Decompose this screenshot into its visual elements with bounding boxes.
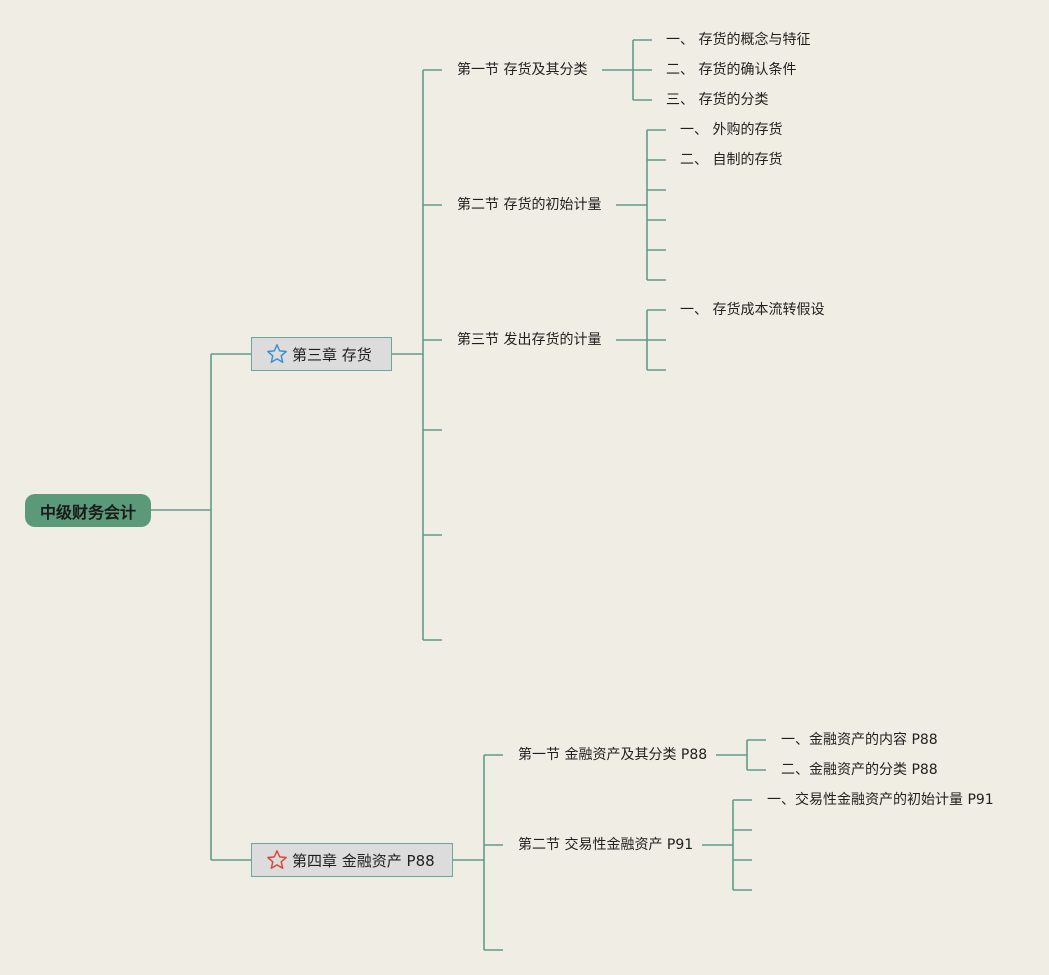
section-label: 第三节 发出存货的计量 [457,332,602,348]
chapter-node-inventory[interactable]: 第三章 存货 [251,337,392,371]
chapter-label: 第三章 存货 [292,345,372,364]
star-icon [267,344,287,363]
topic-label: 一、 存货的概念与特征 [666,32,811,48]
section-label: 第二节 存货的初始计量 [457,197,602,213]
root-node[interactable]: 中级财务会计 [25,494,151,527]
chapter-label: 第四章 金融资产 P88 [292,851,435,870]
section-node[interactable]: 第三节 发出存货的计量 [457,330,601,350]
topic-node[interactable]: 一、交易性金融资产的初始计量 P91 [767,790,994,810]
section-label: 第二节 交易性金融资产 P91 [518,837,694,853]
topic-label: 一、 外购的存货 [680,122,783,138]
topic-node[interactable]: 二、 自制的存货 [680,150,782,170]
topic-label: 三、 存货的分类 [666,92,769,108]
topic-label: 一、交易性金融资产的初始计量 P91 [767,792,994,808]
section-label: 第一节 存货及其分类 [457,62,588,78]
topic-label: 二、 自制的存货 [680,152,783,168]
section-node[interactable]: 第二节 交易性金融资产 P91 [518,835,693,855]
topic-label: 二、 存货的确认条件 [666,62,797,78]
topic-node[interactable]: 三、 存货的分类 [666,90,768,110]
topic-node[interactable]: 一、 存货成本流转假设 [680,300,824,320]
topic-node[interactable]: 一、 外购的存货 [680,120,782,140]
section-node[interactable]: 第二节 存货的初始计量 [457,195,601,215]
section-node[interactable]: 第一节 金融资产及其分类 P88 [518,745,707,765]
topic-label: 二、金融资产的分类 P88 [781,762,938,778]
topic-node[interactable]: 二、金融资产的分类 P88 [781,760,938,780]
topic-label: 一、 存货成本流转假设 [680,302,825,318]
topic-node[interactable]: 一、 存货的概念与特征 [666,30,810,50]
section-label: 第一节 金融资产及其分类 P88 [518,747,708,763]
topic-node[interactable]: 二、 存货的确认条件 [666,60,796,80]
topic-label: 一、金融资产的内容 P88 [781,732,938,748]
root-node-label: 中级财务会计 [39,502,136,522]
section-node[interactable]: 第一节 存货及其分类 [457,60,587,80]
star-icon [267,850,287,869]
chapter-node-financial-assets[interactable]: 第四章 金融资产 P88 [251,843,453,877]
topic-node[interactable]: 一、金融资产的内容 P88 [781,730,938,750]
